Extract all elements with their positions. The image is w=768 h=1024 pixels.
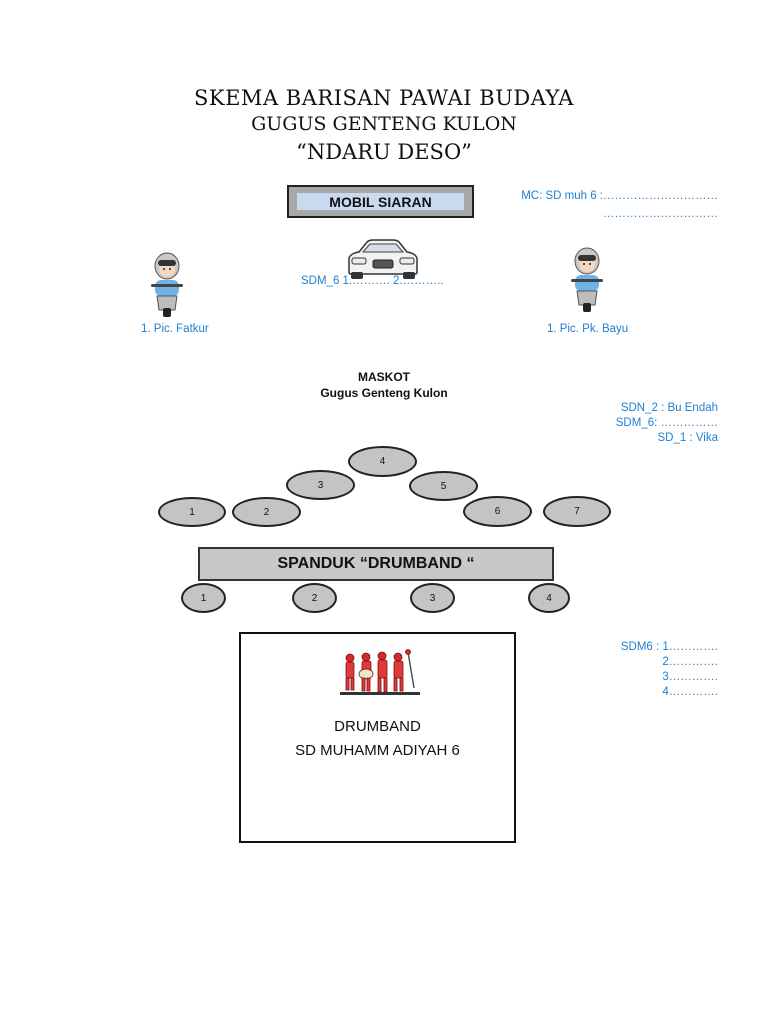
page-subtitle: GUGUS GENTENG KULON <box>251 113 517 135</box>
maskot-title: MASKOT <box>358 370 410 384</box>
page-title: SKEMA BARISAN PAWAI BUDAYA <box>194 86 574 110</box>
drumband-marchers-icon <box>338 648 422 698</box>
drumband-note: 2…………. <box>662 656 718 668</box>
formation-top-oval: 3 <box>286 470 355 500</box>
mobil-siaran-box: MOBIL SIARAN <box>287 185 474 218</box>
drumband-note: 4…………. <box>662 686 718 698</box>
drumband-box: DRUMBAND SD MUHAMM ADIYAH 6 <box>239 632 516 843</box>
drumband-title: DRUMBAND <box>334 718 421 735</box>
drumband-note: SDM6 : 1…………. <box>620 641 718 653</box>
mc-note-line2: ………………………… <box>603 208 718 220</box>
formation-top-oval: 6 <box>463 496 532 527</box>
drumband-school: SD MUHAMM ADIYAH 6 <box>295 742 460 759</box>
formation-top-oval: 4 <box>348 446 417 477</box>
formation-bottom-oval: 2 <box>292 583 337 613</box>
formation-top-oval: 2 <box>232 497 301 527</box>
formation-bottom-oval: 3 <box>410 583 455 613</box>
motorcycle-rider-left-icon <box>147 252 187 318</box>
spanduk-banner: SPANDUK “DRUMBAND “ <box>198 547 554 581</box>
formation-top-oval: 7 <box>543 496 611 527</box>
maskot-subtitle: Gugus Genteng Kulon <box>320 386 448 400</box>
car-icon <box>347 238 419 280</box>
drumband-note: 3…………. <box>662 671 718 683</box>
pic-left-label: 1. Pic. Fatkur <box>141 323 209 335</box>
mc-note-line1: MC: SD muh 6 :………………………… <box>521 190 718 202</box>
formation-bottom-oval: 4 <box>528 583 570 613</box>
car-crew-label: SDM_6 1.………. 2.……….. <box>301 275 444 287</box>
formation-bottom-oval: 1 <box>181 583 226 613</box>
formation-top-oval: 5 <box>409 471 478 501</box>
motorcycle-rider-right-icon <box>567 247 607 313</box>
maskot-note: SD_1 : Vika <box>657 432 718 444</box>
event-name: “NDARU DESO” <box>296 140 472 164</box>
pic-right-label: 1. Pic. Pk. Bayu <box>547 323 629 335</box>
maskot-note: SDN_2 : Bu Endah <box>620 402 718 414</box>
mobil-siaran-label: MOBIL SIARAN <box>297 193 464 210</box>
formation-top-oval: 1 <box>158 497 226 527</box>
maskot-note: SDM_6: …………… <box>615 417 718 429</box>
